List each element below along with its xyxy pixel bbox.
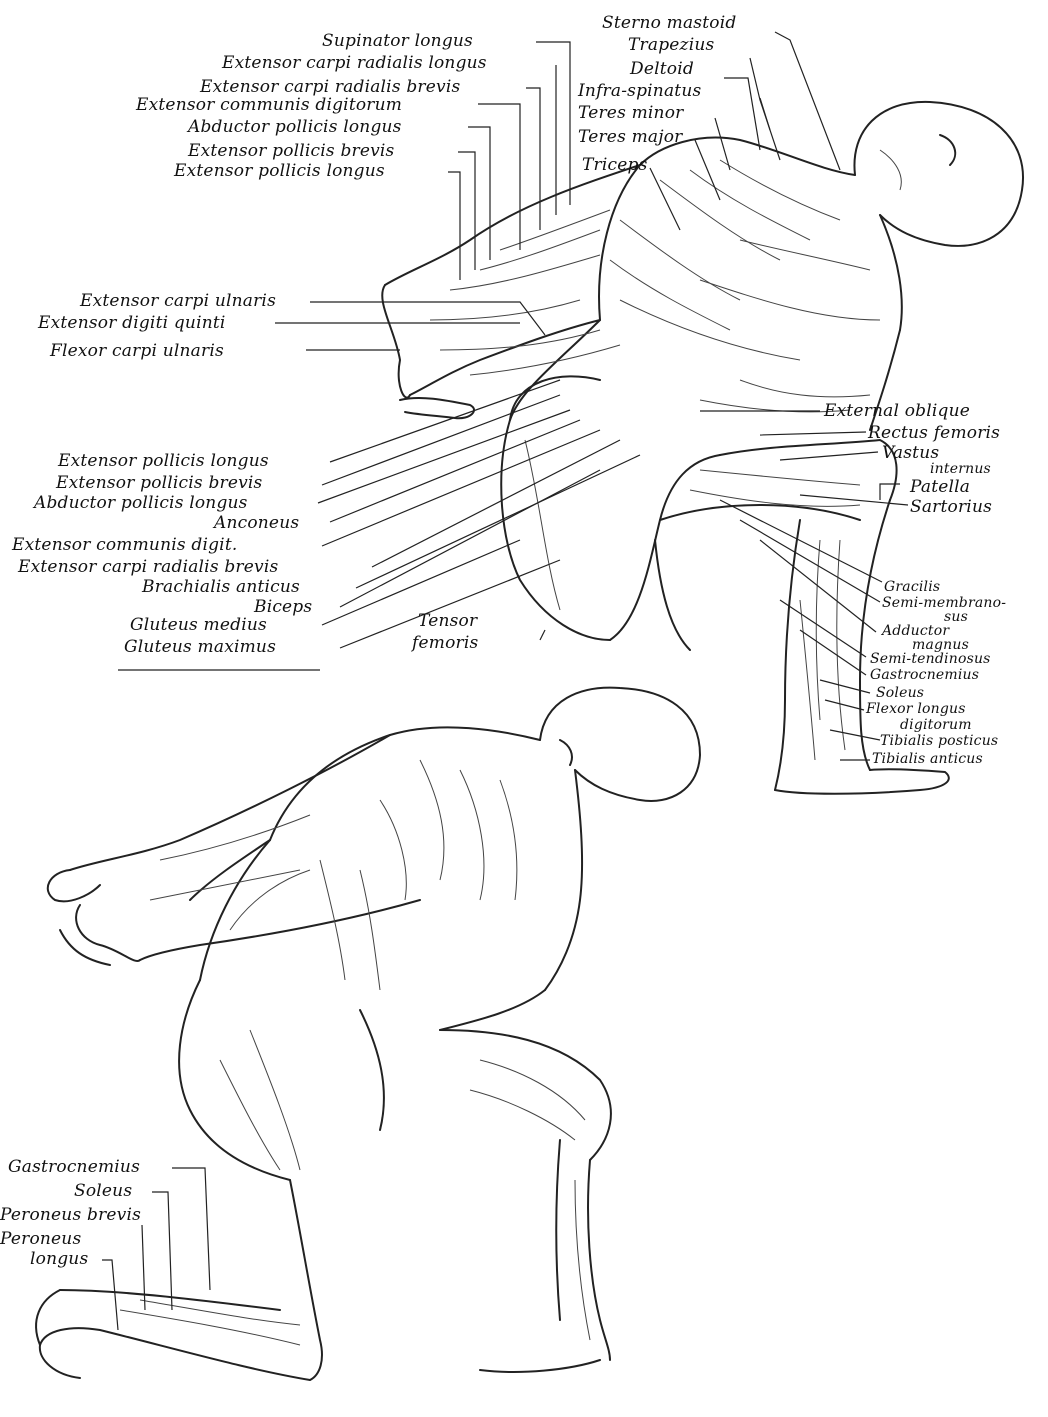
upper-figure-muscle-hatching — [430, 160, 880, 760]
label-magnus: magnus — [912, 638, 969, 652]
label-semi-membranosus-suffix: sus — [944, 610, 968, 624]
label-deltoid: Deltoid — [630, 60, 694, 78]
label-ext-carpi-rad-longus: Extensor carpi radialis longus — [222, 54, 487, 72]
label-patella: Patella — [910, 478, 970, 496]
label-internus: internus — [930, 462, 991, 476]
label-ext-communis-digitorum: Extensor communis digitorum — [136, 96, 402, 114]
label-peroneus-brevis: Peroneus brevis — [0, 1206, 141, 1224]
label-digitorum: digitorum — [900, 718, 972, 732]
label-abductor-pollicis-longus: Abductor pollicis longus — [188, 118, 402, 136]
label-peroneus: Peroneus — [0, 1230, 81, 1248]
label-soleus-lower: Soleus — [74, 1182, 132, 1200]
label-teres-minor: Teres minor — [578, 104, 683, 122]
label-ext-digiti-quinti: Extensor digiti quinti — [38, 314, 226, 332]
label-ext-pollicis-brevis: Extensor pollicis brevis — [188, 142, 394, 160]
label-teres-major: Teres major — [578, 128, 682, 146]
label-vastus: Vastus — [882, 444, 939, 462]
label-anconeus: Anconeus — [214, 514, 299, 532]
label-rectus-femoris: Rectus femoris — [868, 424, 1000, 442]
label-semi-tendinosus: Semi-tendinosus — [870, 652, 991, 666]
label-sartorius: Sartorius — [910, 498, 992, 516]
label-ext-pollicis-brevis-2: Extensor pollicis brevis — [56, 474, 262, 492]
label-ext-communis-digit: Extensor communis digit. — [12, 536, 237, 554]
label-ext-carpi-ulnaris: Extensor carpi ulnaris — [80, 292, 276, 310]
label-ext-pollicis-longus-2: Extensor pollicis longus — [58, 452, 269, 470]
label-infra-spinatus: Infra-spinatus — [578, 82, 701, 100]
label-external-oblique: External oblique — [824, 402, 970, 420]
label-ext-carpi-rad-brevis-2: Extensor carpi radialis brevis — [18, 558, 278, 576]
label-tibialis-anticus: Tibialis anticus — [872, 752, 983, 766]
label-adductor: Adductor — [882, 624, 949, 638]
lower-figure-shading — [120, 760, 590, 1345]
label-gracilis: Gracilis — [884, 580, 940, 594]
label-flexor-longus: Flexor longus — [866, 702, 966, 716]
label-soleus-upper: Soleus — [876, 686, 924, 700]
label-gluteus-medius: Gluteus medius — [130, 616, 267, 634]
label-gastrocnemius-lower: Gastrocnemius — [8, 1158, 140, 1176]
lower-figure-outline — [36, 688, 700, 1380]
label-tibialis-posticus: Tibialis posticus — [880, 734, 998, 748]
label-ext-pollicis-longus: Extensor pollicis longus — [174, 162, 385, 180]
label-sterno-mastoid: Sterno mastoid — [602, 14, 736, 32]
label-flexor-carpi-ulnaris: Flexor carpi ulnaris — [50, 342, 224, 360]
label-brachialis-anticus: Brachialis anticus — [142, 578, 300, 596]
label-supinator-longus: Supinator longus — [322, 32, 473, 50]
label-abductor-pollicis-longus-2: Abductor pollicis longus — [34, 494, 248, 512]
label-gastrocnemius-upper: Gastrocnemius — [870, 668, 979, 682]
label-gluteus-maximus: Gluteus maximus — [124, 638, 276, 656]
label-ext-carpi-rad-brevis: Extensor carpi radialis brevis — [200, 78, 460, 96]
label-triceps: Triceps — [582, 156, 648, 174]
label-femoris: femoris — [412, 634, 478, 652]
label-trapezius: Trapezius — [628, 36, 714, 54]
label-peroneus-longus: longus — [30, 1250, 88, 1268]
label-tensor: Tensor — [418, 612, 477, 630]
label-semi-membranosus: Semi-membrano- — [882, 596, 1006, 610]
label-biceps: Biceps — [254, 598, 312, 616]
